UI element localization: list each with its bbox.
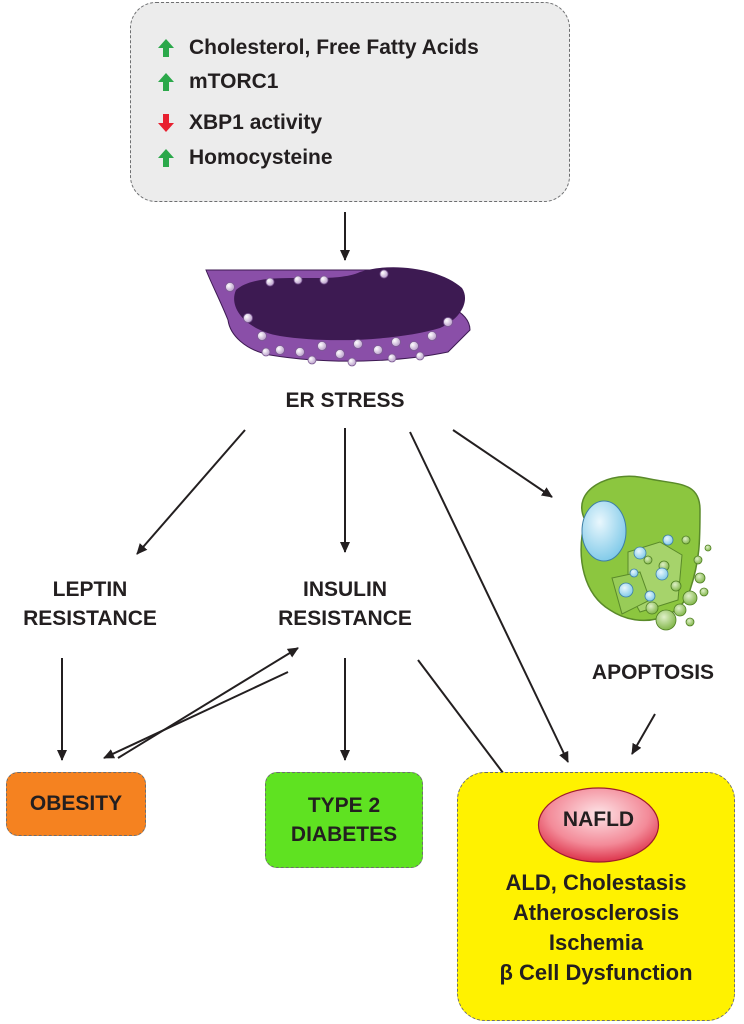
obesity-box: OBESITY: [6, 772, 146, 836]
factor-label: mTORC1: [189, 70, 279, 93]
up-arrow-icon: [158, 149, 174, 167]
up-arrow-icon: [158, 39, 174, 57]
arrow-insulin-to-obesity: [103, 671, 289, 759]
factor-row: mTORC1: [157, 67, 278, 97]
obesity-label: OBESITY: [29, 792, 123, 816]
nafld-conditions-list: ALD, Cholestasis Atherosclerosis Ischemi…: [458, 868, 734, 988]
factor-row: Cholesterol, Free Fatty Acids: [157, 33, 479, 63]
factors-box: Cholesterol, Free Fatty Acids mTORC1 XBP…: [130, 2, 570, 202]
er-organelle-illustration: [205, 267, 471, 367]
t2d-line1: TYPE 2: [307, 793, 381, 817]
arrow-er-to-leptin: [136, 429, 246, 555]
apoptosis-label: APOPTOSIS: [591, 661, 715, 684]
arrow-er-to-nafld: [409, 431, 569, 763]
up-arrow-icon: [158, 73, 174, 91]
factor-row: Homocysteine: [157, 143, 333, 173]
type-2-diabetes-box: TYPE 2 DIABETES: [265, 772, 423, 868]
condition-item: Atherosclerosis: [512, 900, 680, 925]
er-stress-label: ER STRESS: [285, 389, 405, 412]
nafld-label: NAFLD: [562, 808, 635, 831]
factor-row: XBP1 activity: [157, 108, 322, 138]
leptin-resistance-label: LEPTIN RESISTANCE: [0, 575, 180, 634]
condition-item: β Cell Dysfunction: [499, 960, 693, 985]
t2d-line2: DIABETES: [290, 823, 398, 846]
arrow-obesity-to-insulin: [117, 647, 299, 759]
factor-label: XBP1 activity: [189, 111, 323, 134]
nafld-oval: [537, 787, 660, 863]
insulin-resistance-label: INSULIN RESISTANCE: [255, 575, 435, 634]
arrow-er-to-apoptosis: [452, 429, 553, 498]
leptin-line2: RESISTANCE: [23, 607, 157, 631]
arrow-apoptosis-to-nafld: [631, 713, 656, 755]
leptin-line1: LEPTIN: [52, 578, 128, 601]
apoptotic-cell-illustration: [580, 475, 712, 631]
condition-item: ALD, Cholestasis: [505, 870, 687, 895]
insulin-line2: RESISTANCE: [278, 607, 412, 631]
condition-item: Ischemia: [548, 930, 644, 955]
factor-label: Cholesterol, Free Fatty Acids: [189, 36, 479, 59]
down-arrow-icon: [158, 114, 174, 132]
factor-label: Homocysteine: [189, 146, 333, 169]
insulin-line1: INSULIN: [303, 578, 387, 601]
